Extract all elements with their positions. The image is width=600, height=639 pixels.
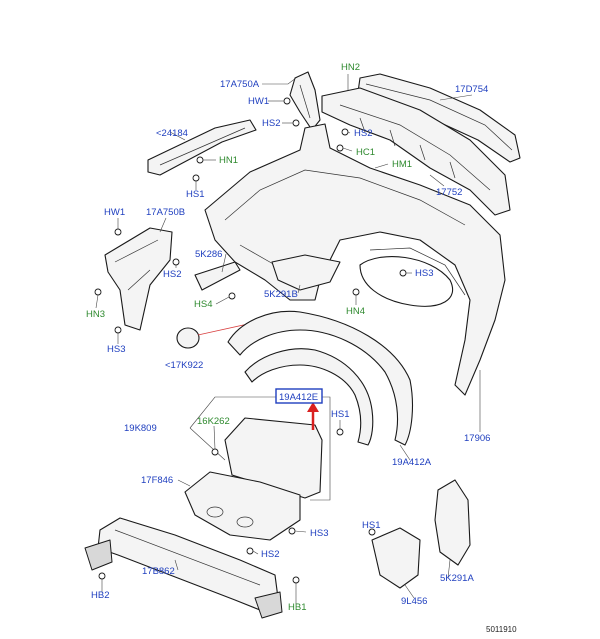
label-5K291A[interactable]: 5K291A xyxy=(440,573,474,584)
bumper-cover-17906[interactable] xyxy=(204,123,506,396)
label-HS1-bottom[interactable]: HS1 xyxy=(362,520,380,531)
label-HS3-bottom[interactable]: HS3 xyxy=(310,528,328,539)
label-HS2-top[interactable]: HS2 xyxy=(262,118,280,129)
label-19K809[interactable]: 19K809 xyxy=(124,423,157,434)
label-HS3-right[interactable]: HS3 xyxy=(415,268,433,279)
side-bracket-17A750B[interactable] xyxy=(104,227,173,331)
bracket-5K286[interactable] xyxy=(194,261,241,291)
label-HS2-bottom[interactable]: HS2 xyxy=(261,549,279,560)
label-17D754[interactable]: 17D754 xyxy=(455,84,488,95)
highlight-box-19A412E xyxy=(275,388,323,404)
label-17K922[interactable]: <17K922 xyxy=(165,360,203,371)
label-HS1-center[interactable]: HS1 xyxy=(331,409,349,420)
label-17906[interactable]: 17906 xyxy=(464,433,490,444)
label-HS4[interactable]: HS4 xyxy=(194,299,212,310)
reinforcement-beam-17B862[interactable] xyxy=(84,517,283,619)
bracket-24184[interactable] xyxy=(147,119,257,176)
label-HB2[interactable]: HB2 xyxy=(91,590,109,601)
label-9L456[interactable]: 9L456 xyxy=(401,596,427,607)
bracket-5K291A[interactable] xyxy=(434,479,471,566)
label-HB1[interactable]: HB1 xyxy=(288,602,306,613)
label-HN1[interactable]: HN1 xyxy=(219,155,238,166)
label-HN2[interactable]: HN2 xyxy=(341,62,360,73)
label-HS2-right[interactable]: HS2 xyxy=(354,128,372,139)
label-HW1-top[interactable]: HW1 xyxy=(248,96,269,107)
tow-eye-cover-17K922[interactable] xyxy=(176,317,276,349)
label-HN4[interactable]: HN4 xyxy=(346,306,365,317)
label-5K291B[interactable]: 5K291B xyxy=(264,289,298,300)
label-17A750A[interactable]: 17A750A xyxy=(220,79,260,90)
label-HS3-left[interactable]: HS3 xyxy=(107,344,125,355)
highlight-arrow xyxy=(307,402,319,430)
label-5K286[interactable]: 5K286 xyxy=(195,249,222,260)
label-HS2-left[interactable]: HS2 xyxy=(163,269,181,280)
label-HS1-left[interactable]: HS1 xyxy=(186,189,204,200)
label-16K262[interactable]: 16K262 xyxy=(197,416,230,427)
label-24184[interactable]: <24184 xyxy=(156,128,188,139)
bracket-5K291B[interactable] xyxy=(271,254,341,291)
upper-absorber-17752[interactable] xyxy=(321,87,511,216)
label-17752[interactable]: 17752 xyxy=(436,187,462,198)
leader-lines xyxy=(95,74,481,604)
label-HW1-left[interactable]: HW1 xyxy=(104,207,125,218)
label-19A412A[interactable]: 19A412A xyxy=(392,457,432,468)
undertray-17F846[interactable] xyxy=(184,471,301,541)
part-labels: 17A750A HN2 17D754 HW1 HS2 HS2 HC1 HM1 <… xyxy=(86,62,517,634)
side-bracket-17A750A[interactable] xyxy=(289,71,321,131)
label-HC1[interactable]: HC1 xyxy=(356,147,375,158)
label-17B862[interactable]: 17B862 xyxy=(142,566,175,577)
lower-trim-19A412A[interactable] xyxy=(227,310,414,446)
bracket-9L456[interactable] xyxy=(371,527,421,589)
label-17A750B[interactable]: 17A750B xyxy=(146,207,185,218)
reference-number: 5011910 xyxy=(486,625,517,634)
label-17F846[interactable]: 17F846 xyxy=(141,475,173,486)
label-19A412E[interactable]: 19A412E xyxy=(279,392,318,403)
licence-plate-panel-19K809[interactable] xyxy=(189,396,331,501)
trim-19A412E[interactable] xyxy=(244,348,374,446)
label-HM1[interactable]: HM1 xyxy=(392,159,412,170)
label-HN3[interactable]: HN3 xyxy=(86,309,105,320)
fasteners xyxy=(94,97,407,584)
